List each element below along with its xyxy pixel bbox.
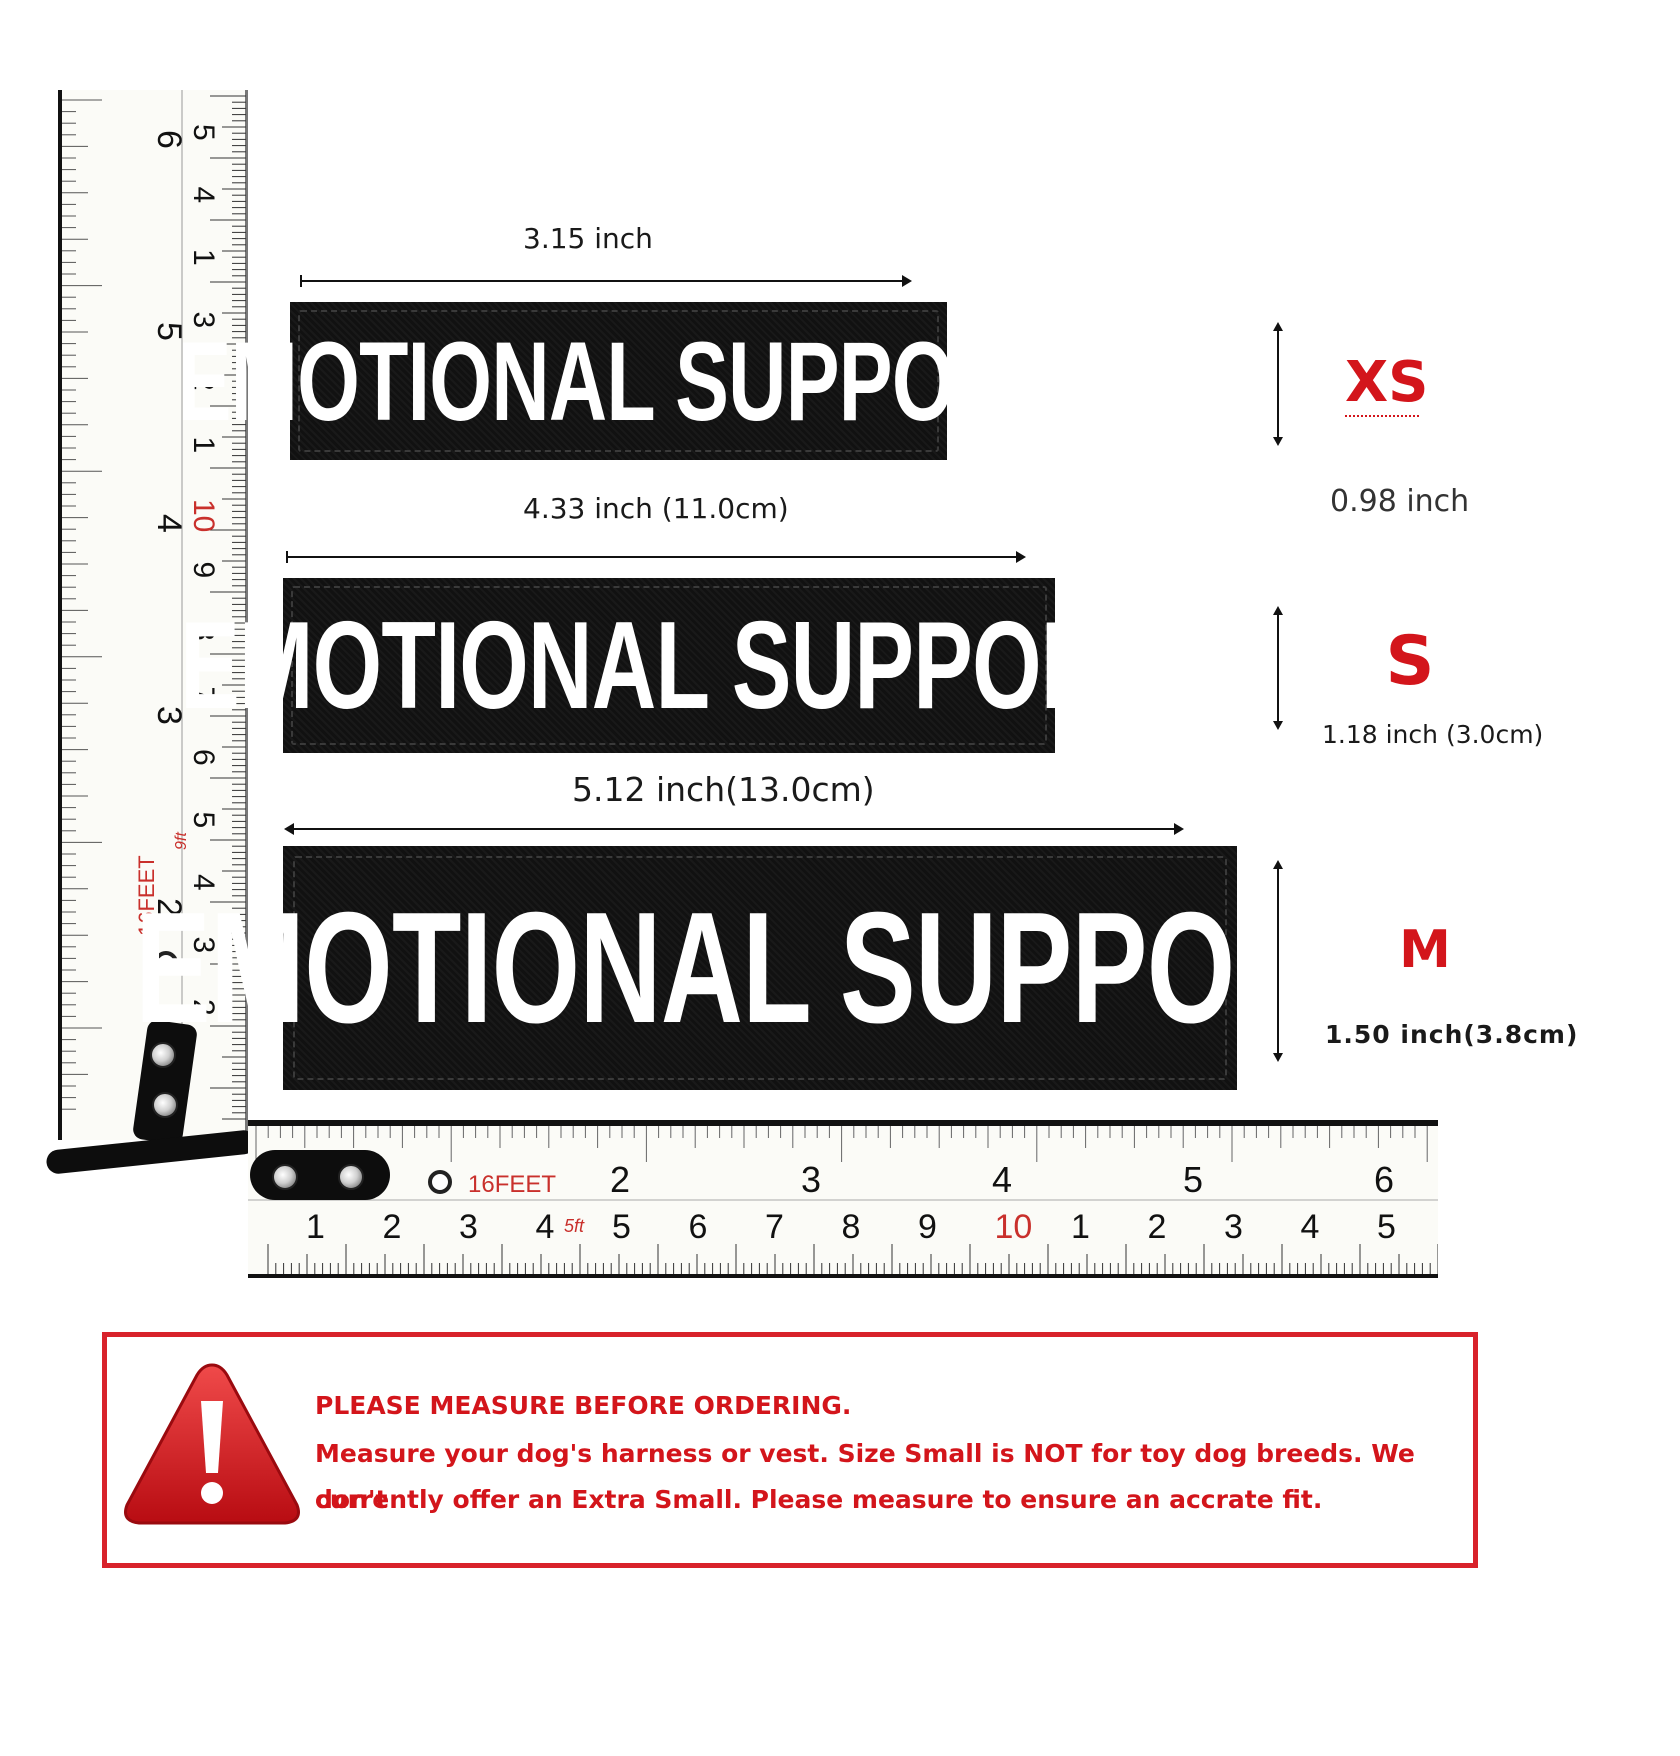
tape-sub-label: 5ft <box>564 1216 585 1236</box>
tape-cm-number: 4 <box>1301 1208 1320 1246</box>
patch-xs: EMOTIONAL SUPPORT <box>177 302 1060 460</box>
tape-inch-number: 3 <box>150 706 188 725</box>
size-xs-label: XS <box>1345 350 1429 417</box>
s-height-arrow <box>1273 606 1283 730</box>
horizontal-tape-markings: 2 3 4 5 6 1 2 3 4 5 6 7 8 9 10 1 2 3 4 5 16FEET 5ft <box>248 1126 1438 1274</box>
tape-cm-number: 9 <box>918 1208 937 1246</box>
s-width-arrow <box>286 551 1026 563</box>
tape-cm-number: 3 <box>187 312 220 329</box>
tape-cm-number: 3 <box>459 1208 478 1246</box>
tape-cm-number: 10 <box>187 499 220 532</box>
size-s-label: S <box>1385 622 1435 701</box>
tape-cm-number: 5 <box>612 1208 631 1246</box>
warning-body-line-2: currently offer an Extra Small. Please m… <box>315 1485 1323 1514</box>
tape-cm-number: 3 <box>187 937 220 954</box>
patch-stitching <box>298 310 939 452</box>
tape-cm-number: 2 <box>187 374 220 391</box>
tape-inch-number: 5 <box>1183 1159 1203 1200</box>
tape-inch-number: 3 <box>801 1159 821 1200</box>
tape-inch-number: 4 <box>150 514 188 533</box>
tape-hook-horizontal <box>250 1150 390 1200</box>
tape-grommet-icon <box>154 951 178 975</box>
tape-cm-number: 2 <box>187 999 220 1016</box>
rivet-icon <box>152 1092 178 1118</box>
tape-cm-number: 5 <box>1377 1208 1396 1246</box>
tape-cm-number: 6 <box>187 749 220 766</box>
xs-width-label: 3.15 inch <box>523 222 653 255</box>
patch-stitching <box>293 856 1227 1080</box>
horizontal-tape-measure: 2 3 4 5 6 1 2 3 4 5 6 7 8 9 10 1 2 3 4 5 16FEET 5ft <box>248 1120 1438 1278</box>
m-width-label: 5.12 inch(13.0cm) <box>572 770 875 809</box>
tape-cm-number: 1 <box>187 437 220 454</box>
tape-cm-number: 10 <box>995 1208 1033 1246</box>
warning-title: PLEASE MEASURE BEFORE ORDERING. <box>315 1391 852 1420</box>
patch-s: EMOTIONAL SUPPORT <box>180 578 1159 753</box>
tape-cm-number: 6 <box>689 1208 708 1246</box>
tape-cm-number: 3 <box>1224 1208 1243 1246</box>
warning-triangle-icon <box>124 1363 300 1525</box>
tape-brand-label: 16FEET <box>468 1171 556 1198</box>
rivet-icon <box>338 1164 364 1190</box>
tape-cm-number: 7 <box>187 687 220 704</box>
tape-inch-number: 6 <box>150 130 188 149</box>
tape-cm-number: 7 <box>765 1208 784 1246</box>
tape-cm-number: 1 <box>1071 1208 1090 1246</box>
tape-cm-number: 4 <box>187 187 220 204</box>
tape-inch-number: 6 <box>1374 1159 1394 1200</box>
warning-box: PLEASE MEASURE BEFORE ORDERING. Measure … <box>102 1332 1478 1568</box>
tape-cm-number: 5 <box>187 124 220 141</box>
patch-xs-text: EMOTIONAL SUPPORT <box>177 318 1060 444</box>
tape-inch-number: 2 <box>150 898 188 917</box>
tape-cm-number: 4 <box>536 1208 555 1246</box>
tape-cm-number: 5 <box>187 812 220 829</box>
tape-cm-number: 8 <box>842 1208 861 1246</box>
tape-cm-number: 4 <box>187 874 220 891</box>
tape-sub-label: 9ft <box>173 832 190 850</box>
xs-height-arrow <box>1273 322 1283 446</box>
tape-cm-number: 9 <box>187 562 220 579</box>
m-height-arrow <box>1273 860 1283 1062</box>
tape-cm-number: 1 <box>187 249 220 266</box>
tape-grommet-icon <box>428 1170 452 1194</box>
xs-height-label: 0.98 inch <box>1330 484 1470 519</box>
xs-width-arrow <box>300 275 912 287</box>
patch-m-text: EMOTIONAL SUPPORT <box>135 879 1385 1056</box>
tape-cm-number: 2 <box>383 1208 402 1246</box>
rivet-icon <box>272 1164 298 1190</box>
patch-s-text: EMOTIONAL SUPPORT <box>179 596 1159 735</box>
s-width-label: 4.33 inch (11.0cm) <box>523 492 789 525</box>
size-m-label: M <box>1399 920 1451 980</box>
m-width-arrow <box>284 823 1184 835</box>
tape-cm-number: 1 <box>306 1208 325 1246</box>
warning-body-line-1: Measure your dog's harness or vest. Size… <box>315 1439 1415 1514</box>
tape-inch-number: 4 <box>992 1159 1012 1200</box>
patch-stitching <box>291 586 1047 745</box>
rivet-icon <box>150 1042 176 1068</box>
patch-m: EMOTIONAL SUPPORT <box>135 846 1386 1090</box>
m-height-label: 1.50 inch(3.8cm) <box>1325 1020 1579 1049</box>
tape-brand-label: 16FEET <box>134 855 159 936</box>
tape-cm-number: 2 <box>1148 1208 1167 1246</box>
tape-cm-number: 8 <box>187 624 220 641</box>
tape-inch-number: 2 <box>610 1159 630 1200</box>
tape-inch-number: 5 <box>150 322 188 341</box>
s-height-label: 1.18 inch (3.0cm) <box>1322 720 1544 749</box>
